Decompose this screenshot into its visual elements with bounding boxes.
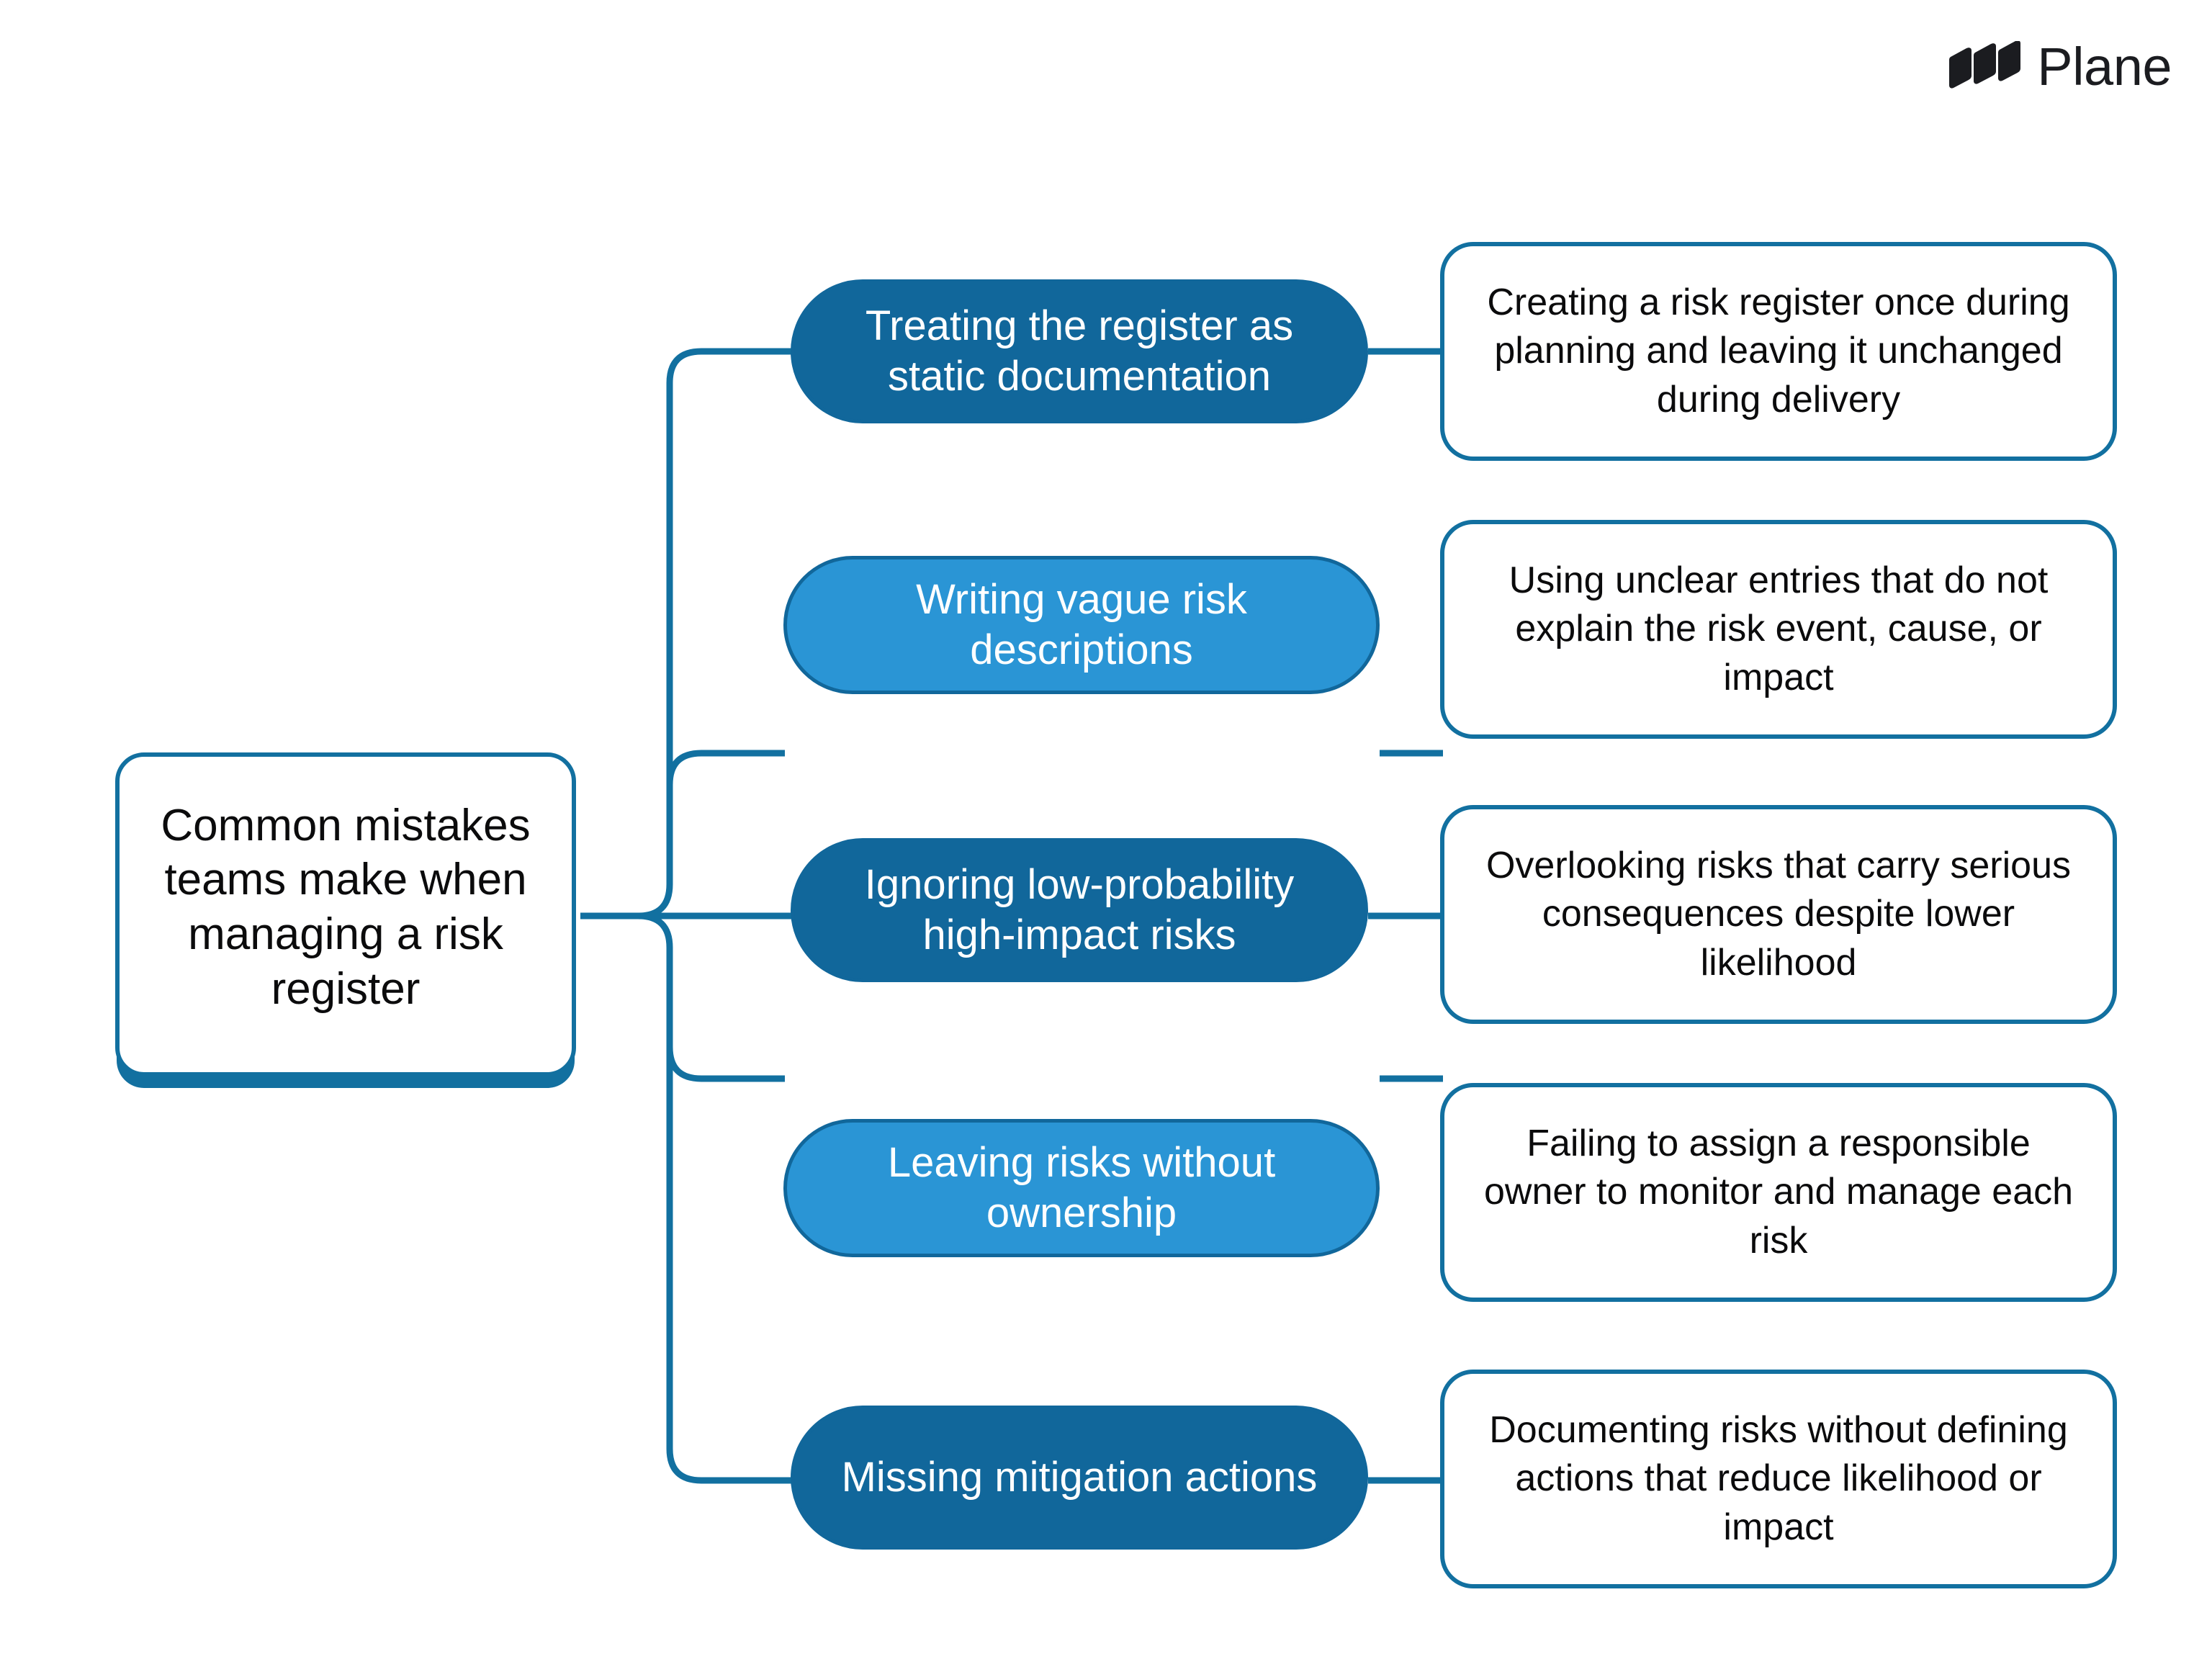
branch-node-vague-descriptions[interactable]: Writing vague risk descriptions — [783, 556, 1380, 694]
description-card-vague-descriptions[interactable]: Using unclear entries that do not explai… — [1440, 520, 2117, 739]
description-card-no-ownership[interactable]: Failing to assign a responsible owner to… — [1440, 1083, 2117, 1302]
branch-node-label: Writing vague risk descriptions — [916, 576, 1247, 673]
description-card-missing-mitigation[interactable]: Documenting risks without defining actio… — [1440, 1370, 2117, 1588]
branch-node-low-probability-high-impact[interactable]: Ignoring low-probability high-impact ris… — [791, 838, 1368, 982]
description-card-label: Creating a risk register once during pla… — [1487, 281, 2070, 421]
branch-node-missing-mitigation[interactable]: Missing mitigation actions — [791, 1406, 1368, 1550]
branch-node-label: Treating the register as static document… — [865, 302, 1294, 400]
connector-trunk-branch-5 — [637, 912, 792, 1484]
brand-name: Plane — [2037, 37, 2172, 96]
description-card-label: Using unclear entries that do not explai… — [1509, 559, 2049, 698]
branch-node-label: Leaving risks without ownership — [887, 1139, 1276, 1236]
plane-logo-icon — [1949, 41, 2021, 89]
description-card-label: Documenting risks without defining actio… — [1489, 1408, 2068, 1548]
branch-node-no-ownership[interactable]: Leaving risks without ownership — [783, 1119, 1380, 1257]
root-node[interactable]: Common mistakes teams make when managing… — [115, 752, 576, 1076]
branch-node-static-documentation[interactable]: Treating the register as static document… — [791, 279, 1368, 423]
branch-node-label: Missing mitigation actions — [841, 1454, 1318, 1501]
description-card-label: Overlooking risks that carry serious con… — [1485, 844, 2072, 984]
plane-brand-logo: Plane — [1949, 40, 2172, 94]
root-node-label: Common mistakes teams make when managing… — [161, 800, 531, 1014]
connector-branch-2 — [666, 750, 785, 786]
description-card-label: Failing to assign a responsible owner to… — [1483, 1122, 2074, 1262]
description-card-static-documentation[interactable]: Creating a risk register once during pla… — [1440, 242, 2117, 461]
connector-trunk-branch-1 — [637, 348, 792, 920]
branch-node-label: Ignoring low-probability high-impact ris… — [864, 861, 1295, 958]
description-card-low-probability-high-impact[interactable]: Overlooking risks that carry serious con… — [1440, 805, 2117, 1024]
connector-branch-4 — [666, 1046, 785, 1082]
